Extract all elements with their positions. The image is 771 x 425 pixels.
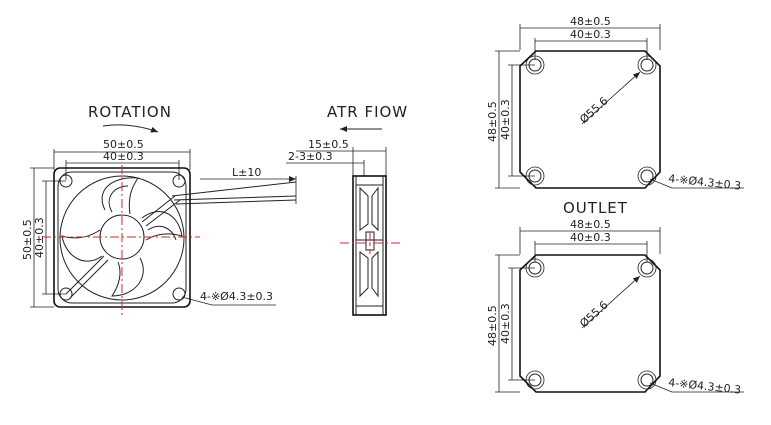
front-dim-outer-width: 50±0.5 — [53, 138, 191, 170]
front-struts — [65, 195, 181, 299]
front-hole-bl — [59, 287, 73, 301]
airflow-title: ATR FIOW — [327, 103, 408, 121]
tr-hole-width-label: 40±0.3 — [570, 28, 611, 41]
tr-dim-outer-height: 48±0.5 — [486, 50, 520, 189]
front-lead-wires: L±10 — [171, 166, 297, 205]
br-hole-tr — [640, 261, 654, 275]
bottom-right-view: OUTLET 48±0.5 40±0.3 48±0.5 40±0.3 — [486, 199, 744, 397]
front-hole-tr — [172, 174, 186, 188]
tr-hole-tl — [528, 58, 542, 72]
lead-length-label: L±10 — [232, 166, 261, 179]
br-hole-br — [640, 373, 654, 387]
side-body — [352, 175, 387, 316]
front-hole-height-label: 40±0.3 — [33, 217, 46, 258]
br-height-label: 48±0.5 — [486, 305, 499, 346]
br-dim-outer-height: 48±0.5 — [486, 254, 520, 393]
tr-hole-callout-label: 4-※Ø4.3±0.3 — [668, 172, 742, 193]
tr-height-label: 48±0.5 — [486, 101, 499, 142]
side-view: ATR FIOW 15±0.5 2-3±0.3 — [286, 103, 408, 316]
top-right-view: 48±0.5 40±0.3 48±0.5 40±0.3 — [486, 15, 744, 193]
front-dim-outer-height: 50±0.5 — [21, 167, 54, 308]
tr-hole-height-label: 40±0.3 — [499, 99, 512, 140]
br-dim-hole-width: 40±0.3 — [534, 231, 648, 262]
br-width-label: 48±0.5 — [570, 218, 611, 231]
br-dim-outer-width: 48±0.5 — [519, 218, 661, 254]
front-hole-callout: 4-※Ø4.3±0.3 — [181, 290, 276, 306]
outlet-title: OUTLET — [563, 199, 628, 217]
tr-width-label: 48±0.5 — [570, 15, 611, 28]
front-height-label: 50±0.5 — [21, 219, 34, 260]
side-dim-thickness: 15±0.5 — [296, 138, 387, 176]
rotation-title: ROTATION — [88, 103, 172, 121]
tr-diameter-leader: Ø55.6 — [577, 71, 641, 126]
rotation-arrow — [102, 124, 159, 133]
tr-dim-hole-width: 40±0.3 — [534, 28, 648, 60]
front-hole-br — [172, 287, 186, 301]
front-hole-tl — [59, 174, 73, 188]
br-hole-bl — [528, 373, 542, 387]
front-hole-width-label: 40±0.3 — [103, 150, 144, 163]
side-flange-label: 2-3±0.3 — [288, 150, 333, 163]
tr-outline — [519, 50, 661, 189]
tr-hole-tr — [640, 58, 654, 72]
front-view: ROTATION 50±0.5 40±0.3 50±0.5 — [21, 103, 297, 316]
front-hole-callout-label: 4-※Ø4.3±0.3 — [200, 290, 273, 303]
side-dim-flange: 2-3±0.3 — [286, 150, 365, 176]
br-diameter-label: Ø55.6 — [577, 298, 610, 330]
br-hole-height-label: 40±0.3 — [499, 303, 512, 344]
front-dim-hole-width: 40±0.3 — [65, 150, 180, 180]
br-hole-callout-label: 4-※Ø4.3±0.3 — [668, 376, 742, 397]
front-width-label: 50±0.5 — [103, 138, 144, 151]
tr-hole-callout: 4-※Ø4.3±0.3 — [649, 172, 744, 193]
tr-dim-outer-width: 48±0.5 — [519, 15, 661, 50]
br-hole-width-label: 40±0.3 — [570, 231, 611, 244]
br-diameter-leader: Ø55.6 — [577, 275, 641, 330]
tr-hole-br — [640, 169, 654, 183]
br-dim-hole-height: 40±0.3 — [499, 267, 535, 381]
br-hole-callout: 4-※Ø4.3±0.3 — [649, 376, 744, 397]
side-thickness-label: 15±0.5 — [308, 138, 349, 151]
tr-diameter-label: Ø55.6 — [577, 94, 610, 126]
side-details — [355, 176, 384, 315]
front-venturi — [59, 175, 185, 301]
tr-dim-hole-height: 40±0.3 — [499, 64, 535, 177]
br-outline — [519, 254, 661, 393]
br-hole-tl — [528, 261, 542, 275]
tr-hole-bl — [528, 169, 542, 183]
